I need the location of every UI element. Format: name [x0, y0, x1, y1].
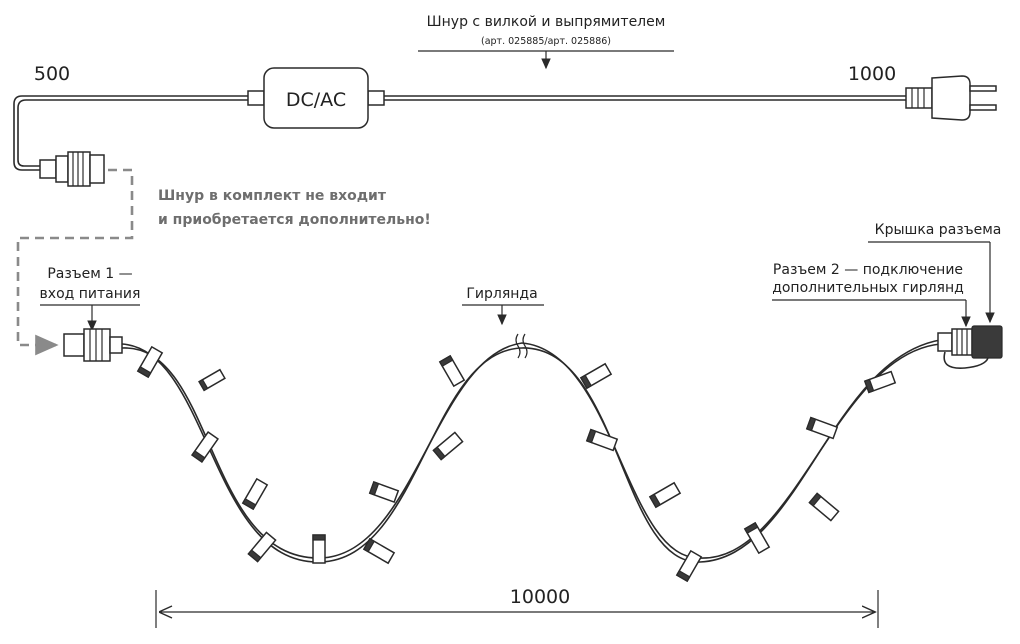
led-bulb [438, 354, 466, 388]
connector-cap [971, 325, 1003, 359]
led-bulb [312, 534, 326, 564]
note-line-1: Шнур в комплект не входит [158, 188, 387, 204]
cord-title: Шнур с вилкой и выпрямителем [427, 14, 666, 30]
connector1-label-line-2: вход питания [40, 286, 141, 302]
adapter-strain-relief-left [247, 90, 265, 106]
led-bulb [579, 362, 613, 390]
cord-length-right: 1000 [848, 63, 896, 85]
led-bulb [368, 480, 400, 504]
power-cord: DC/AC [13, 67, 997, 187]
led-bulb [198, 368, 226, 392]
garland-wire [121, 333, 941, 563]
led-bulb [362, 537, 396, 565]
led-bulb [863, 370, 897, 394]
led-bulb [136, 345, 164, 379]
led-bulbs [136, 345, 897, 583]
dc-ac-adapter-box [263, 67, 369, 129]
connector1-label-line-1: Разъем 1 — [47, 266, 132, 282]
garland-label: Гирлянда [466, 286, 537, 302]
adapter-label: DC/AC [286, 89, 346, 111]
led-bulb [808, 492, 840, 522]
connector2-label-line-2: дополнительных гирлянд [772, 280, 964, 296]
garland-length-dimension [155, 590, 879, 628]
cord-length-left: 500 [34, 63, 70, 85]
cord-article-numbers: (арт. 025885/арт. 025886) [481, 36, 611, 47]
led-bulb [247, 531, 277, 563]
connector-1 [63, 328, 123, 362]
led-bulb [191, 431, 219, 463]
led-bulb [743, 521, 771, 555]
garland-length-label: 10000 [510, 586, 570, 608]
cap-strap [943, 351, 989, 369]
connector2-label-line-1: Разъем 2 — подключение [773, 262, 963, 278]
connector-2 [937, 325, 1003, 369]
led-bulb [648, 481, 682, 509]
wire-break-mark [515, 333, 521, 359]
led-bulb [241, 477, 269, 511]
led-bulb [585, 428, 619, 452]
led-bulb [805, 416, 839, 440]
note-line-2: и приобретается дополнительно! [158, 212, 431, 228]
led-bulb [432, 431, 464, 461]
cord-connector [39, 151, 105, 187]
dashed-connection-line [16, 168, 134, 356]
cap-label: Крышка разъема [875, 222, 1002, 238]
led-bulb [675, 549, 703, 583]
adapter-strain-relief-right [367, 90, 385, 106]
plug-icon [905, 75, 997, 121]
